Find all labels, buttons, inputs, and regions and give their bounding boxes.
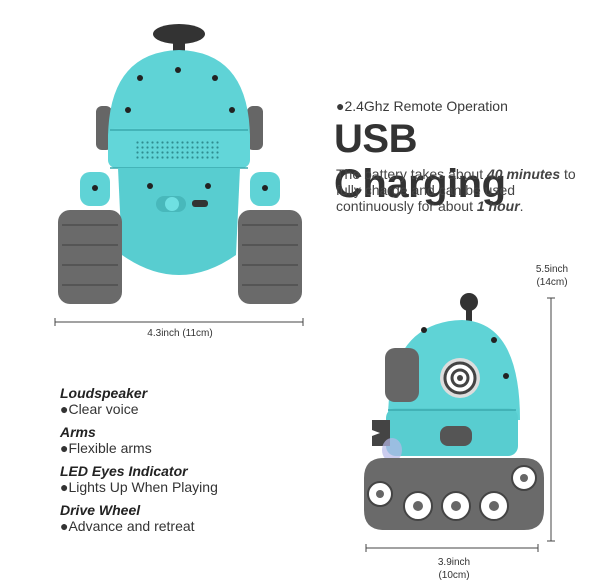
feature-desc: ●Flexible arms: [60, 440, 152, 456]
feature-item: LED Eyes Indicator ●Lights Up When Playi…: [60, 463, 300, 502]
remote-operation-bullet: ●2.4Ghz Remote Operation: [336, 98, 508, 114]
side-width-label-line2: (10cm): [438, 570, 470, 581]
front-robot-image: [58, 24, 302, 304]
desc-charge-time: 40 minutes: [486, 166, 561, 182]
feature-desc: ●Advance and retreat: [60, 518, 195, 534]
feature-title: Drive Wheel: [60, 502, 141, 518]
height-label-line1: 5.5inch: [535, 264, 569, 275]
feature-title: LED Eyes Indicator: [60, 463, 188, 479]
dimension-lines: [54, 297, 555, 552]
feature-title: Loudspeaker: [60, 385, 148, 401]
feature-desc: ●Clear voice: [60, 401, 139, 417]
usb-charging-title: USB Charging: [334, 117, 506, 206]
feature-item: Drive Wheel ●Advance and retreat: [60, 502, 300, 541]
feature-title: Arms: [60, 424, 96, 440]
desc-use-time: 1 hour: [476, 198, 520, 214]
feature-item: Loudspeaker ●Clear voice: [60, 385, 300, 424]
front-width-label: 4.3inch (11cm): [147, 328, 213, 339]
side-robot-image: [364, 293, 544, 530]
feature-desc: ●Lights Up When Playing: [60, 479, 218, 495]
desc-mid: to fully charge and can be used continuo…: [336, 166, 576, 214]
side-width-label-line1: 3.9inch: [437, 557, 471, 568]
height-label-line2: (14cm): [536, 277, 568, 288]
charging-description: The battery takes about 40 minutes to fu…: [336, 166, 576, 214]
desc-suffix: .: [519, 198, 524, 214]
desc-prefix: The battery takes about: [336, 166, 487, 182]
features-list: Loudspeaker ●Clear voice Arms ●Flexible …: [60, 385, 300, 541]
feature-item: Arms ●Flexible arms: [60, 424, 300, 463]
